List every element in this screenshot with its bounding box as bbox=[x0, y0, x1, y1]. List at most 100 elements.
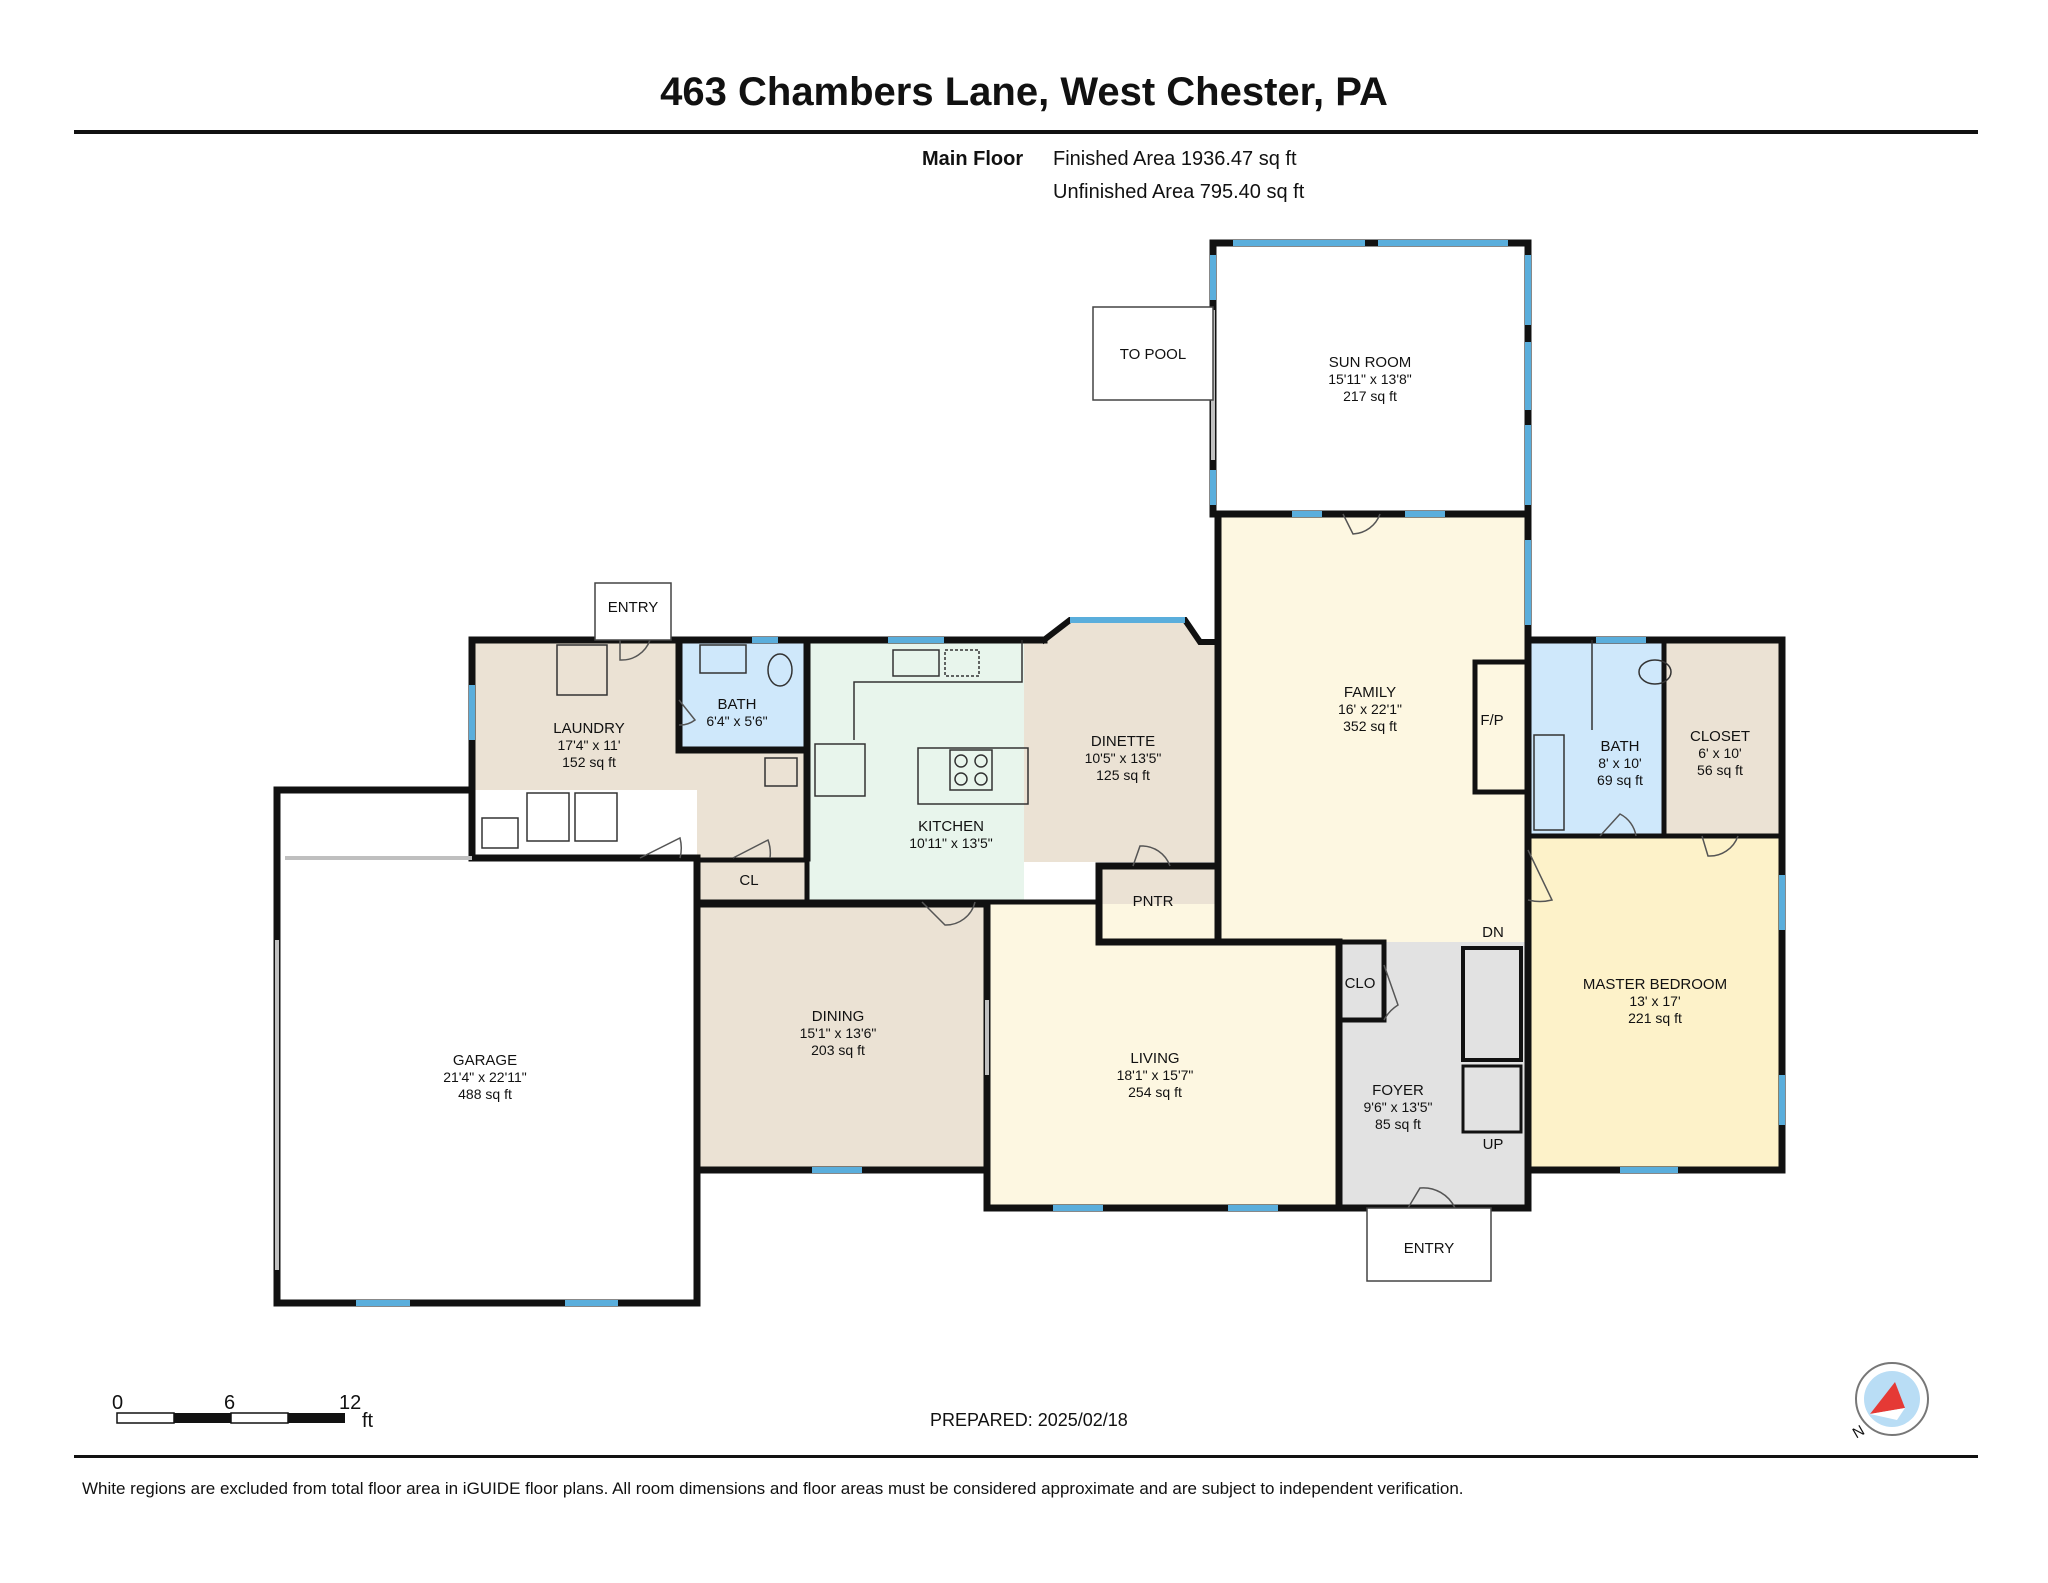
family-dim: 16' x 22'1" bbox=[1338, 701, 1402, 717]
burner-icon bbox=[974, 754, 988, 768]
compass-needle-icon bbox=[1870, 1382, 1905, 1414]
dinette-name: DINETTE bbox=[1091, 733, 1155, 750]
doors bbox=[619, 513, 1739, 1209]
closet-area: 56 sq ft bbox=[1697, 762, 1743, 778]
compass-north-label: N bbox=[1850, 1422, 1868, 1442]
floor-label: Main Floor bbox=[922, 148, 1024, 170]
laundry-dim: 17'4" x 11' bbox=[558, 737, 621, 753]
scale-seg bbox=[288, 1413, 345, 1423]
bath-2-area: 69 sq ft bbox=[1597, 772, 1643, 788]
cl-fill bbox=[697, 860, 807, 902]
bath-1-dim: 6'4" x 5'6" bbox=[706, 713, 767, 729]
entry-top-label: ENTRY bbox=[608, 599, 659, 616]
dinette-fill bbox=[1024, 620, 1218, 862]
dining-fill bbox=[697, 904, 987, 1170]
door-arc bbox=[619, 639, 651, 661]
kitchen-name: KITCHEN bbox=[918, 818, 984, 835]
compass-needle-tail-icon bbox=[1870, 1408, 1905, 1420]
laundry-name: LAUNDRY bbox=[553, 720, 624, 737]
master-bedroom-dim: 13' x 17' bbox=[1629, 993, 1680, 1009]
toilet-icon bbox=[1638, 659, 1672, 685]
to-pool-box bbox=[1092, 306, 1214, 401]
door-arc bbox=[1342, 513, 1381, 535]
family-name: FAMILY bbox=[1344, 684, 1396, 701]
sun-room-fill bbox=[1213, 243, 1528, 514]
door-arc bbox=[1132, 845, 1171, 867]
scale-unit: ft bbox=[362, 1410, 374, 1432]
windows bbox=[356, 240, 1785, 1306]
living-fill bbox=[987, 904, 1339, 1208]
kitchen-dim: 10'11" x 13'5" bbox=[909, 835, 993, 851]
scale-seg bbox=[174, 1413, 231, 1423]
scale-seg bbox=[116, 1412, 175, 1424]
living-dim: 18'1" x 15'7" bbox=[1117, 1067, 1194, 1083]
burner-icon bbox=[954, 754, 968, 768]
scale-seg bbox=[230, 1412, 289, 1424]
dining-dim: 15'1" x 13'6" bbox=[800, 1025, 877, 1041]
foyer-dim: 9'6" x 13'5" bbox=[1364, 1099, 1433, 1115]
laundry-sink bbox=[481, 817, 519, 849]
living-name: LIVING bbox=[1130, 1050, 1179, 1067]
scale-tick-6: 6 bbox=[224, 1392, 236, 1414]
bath-2-dim: 8' x 10' bbox=[1598, 755, 1641, 771]
label-boxes bbox=[594, 306, 1492, 1282]
closet-name: CLOSET bbox=[1690, 728, 1750, 745]
door-arc bbox=[1599, 813, 1637, 837]
door-arc bbox=[1383, 964, 1399, 1021]
dryer bbox=[574, 792, 618, 842]
garage-name: GARAGE bbox=[453, 1052, 517, 1069]
toilet-icon bbox=[767, 653, 793, 687]
entry-bottom-box bbox=[1366, 1207, 1492, 1282]
fixtures bbox=[481, 640, 1672, 849]
garage-fill bbox=[277, 790, 697, 1303]
dining-name: DINING bbox=[812, 1008, 865, 1025]
fireplace-label: F/P bbox=[1480, 712, 1503, 729]
door-arc bbox=[1407, 1187, 1456, 1209]
door-arc bbox=[921, 901, 976, 926]
scale-tick-12: 12 bbox=[339, 1392, 362, 1414]
scale-tick-0: 0 bbox=[112, 1392, 124, 1414]
foyer-fill bbox=[1339, 942, 1528, 1208]
kitchen-sink bbox=[892, 649, 940, 677]
bath-1-name: BATH bbox=[718, 696, 757, 713]
sun-room-dim: 15'11" x 13'8" bbox=[1328, 371, 1412, 387]
stairs-down-label: DN bbox=[1482, 924, 1504, 941]
door-arc bbox=[732, 838, 772, 859]
bath-2-name: BATH bbox=[1601, 738, 1640, 755]
entry-top-box bbox=[594, 582, 672, 641]
unfinished-area: Unfinished Area 795.40 sq ft bbox=[1053, 181, 1305, 203]
dishwasher bbox=[944, 649, 980, 677]
wall-pntr bbox=[1095, 862, 1222, 946]
vanity-sink bbox=[699, 644, 747, 674]
door-arc bbox=[678, 699, 697, 726]
burner-icon bbox=[954, 772, 968, 786]
footer-disclaimer: White regions are excluded from total fl… bbox=[82, 1479, 1464, 1498]
foyer-area: 85 sq ft bbox=[1375, 1116, 1421, 1132]
dining-area: 203 sq ft bbox=[811, 1042, 865, 1058]
garage-dim: 21'4" x 22'11" bbox=[443, 1069, 527, 1085]
master-bedroom-name: MASTER BEDROOM bbox=[1583, 976, 1727, 993]
wall-garage bbox=[273, 786, 701, 1307]
sun-room-area: 217 sq ft bbox=[1343, 388, 1397, 404]
master-bedroom-fill bbox=[1530, 836, 1782, 1170]
title-rule bbox=[74, 130, 1978, 134]
scale-bar bbox=[116, 1412, 345, 1424]
dinette-area: 125 sq ft bbox=[1096, 767, 1150, 783]
prepared-date: PREPARED: 2025/02/18 bbox=[930, 1410, 1128, 1430]
water-heater bbox=[764, 757, 798, 787]
finished-area: Finished Area 1936.47 sq ft bbox=[1053, 148, 1297, 170]
living-area: 254 sq ft bbox=[1128, 1084, 1182, 1100]
laundry-area: 152 sq ft bbox=[562, 754, 616, 770]
sun-room-name: SUN ROOM bbox=[1329, 354, 1412, 371]
to-pool-label: TO POOL bbox=[1120, 346, 1186, 363]
double-vanity bbox=[1533, 734, 1565, 831]
stairs-down bbox=[1461, 946, 1523, 1062]
stairs-up bbox=[1461, 1064, 1523, 1134]
laundry-tub bbox=[556, 644, 608, 696]
foyer-name: FOYER bbox=[1372, 1082, 1424, 1099]
burner-icon bbox=[974, 772, 988, 786]
master-bedroom-area: 221 sq ft bbox=[1628, 1010, 1682, 1026]
clo-label: CLO bbox=[1345, 975, 1376, 992]
